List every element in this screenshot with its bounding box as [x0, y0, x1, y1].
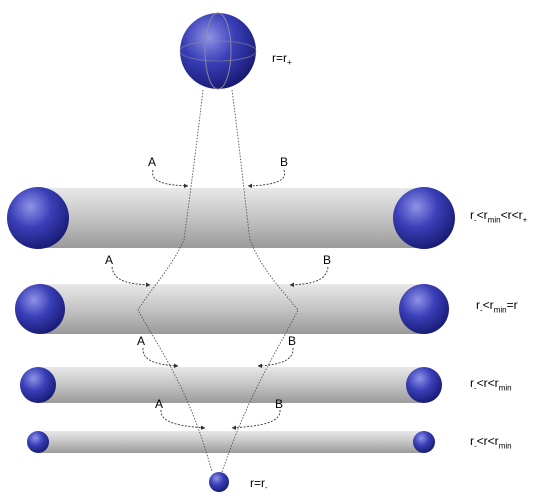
condition-tube-3: r-<r<rmin — [470, 376, 512, 393]
condition-tube-4: r-<r<rmin — [470, 434, 512, 451]
tube-3 — [38, 367, 424, 403]
label-a-4: A — [155, 397, 163, 411]
bottom-sphere — [209, 472, 229, 492]
tube-4 — [38, 431, 424, 453]
tube-2 — [40, 284, 424, 334]
label-b-3: B — [288, 334, 296, 348]
tube-end-spheres — [7, 187, 455, 453]
label-b-4: B — [275, 397, 283, 411]
top-sphere-label: r=r+ — [272, 51, 292, 67]
label-a-3: A — [137, 334, 145, 348]
tube-1 — [38, 188, 424, 248]
trajectory-curves — [137, 89, 299, 473]
label-b-2: B — [323, 253, 331, 267]
condition-tube-2: r-<rmin=r — [476, 298, 518, 315]
condition-tube-1: r-<rmin<r<r+ — [470, 208, 528, 225]
top-sphere — [179, 12, 257, 90]
label-a-2: A — [105, 253, 113, 267]
bottom-sphere-label: r=r- — [250, 476, 268, 492]
label-a-1: A — [148, 155, 156, 169]
arrows-left — [111, 169, 206, 430]
label-b-1: B — [280, 155, 288, 169]
arrows-right — [231, 169, 329, 430]
